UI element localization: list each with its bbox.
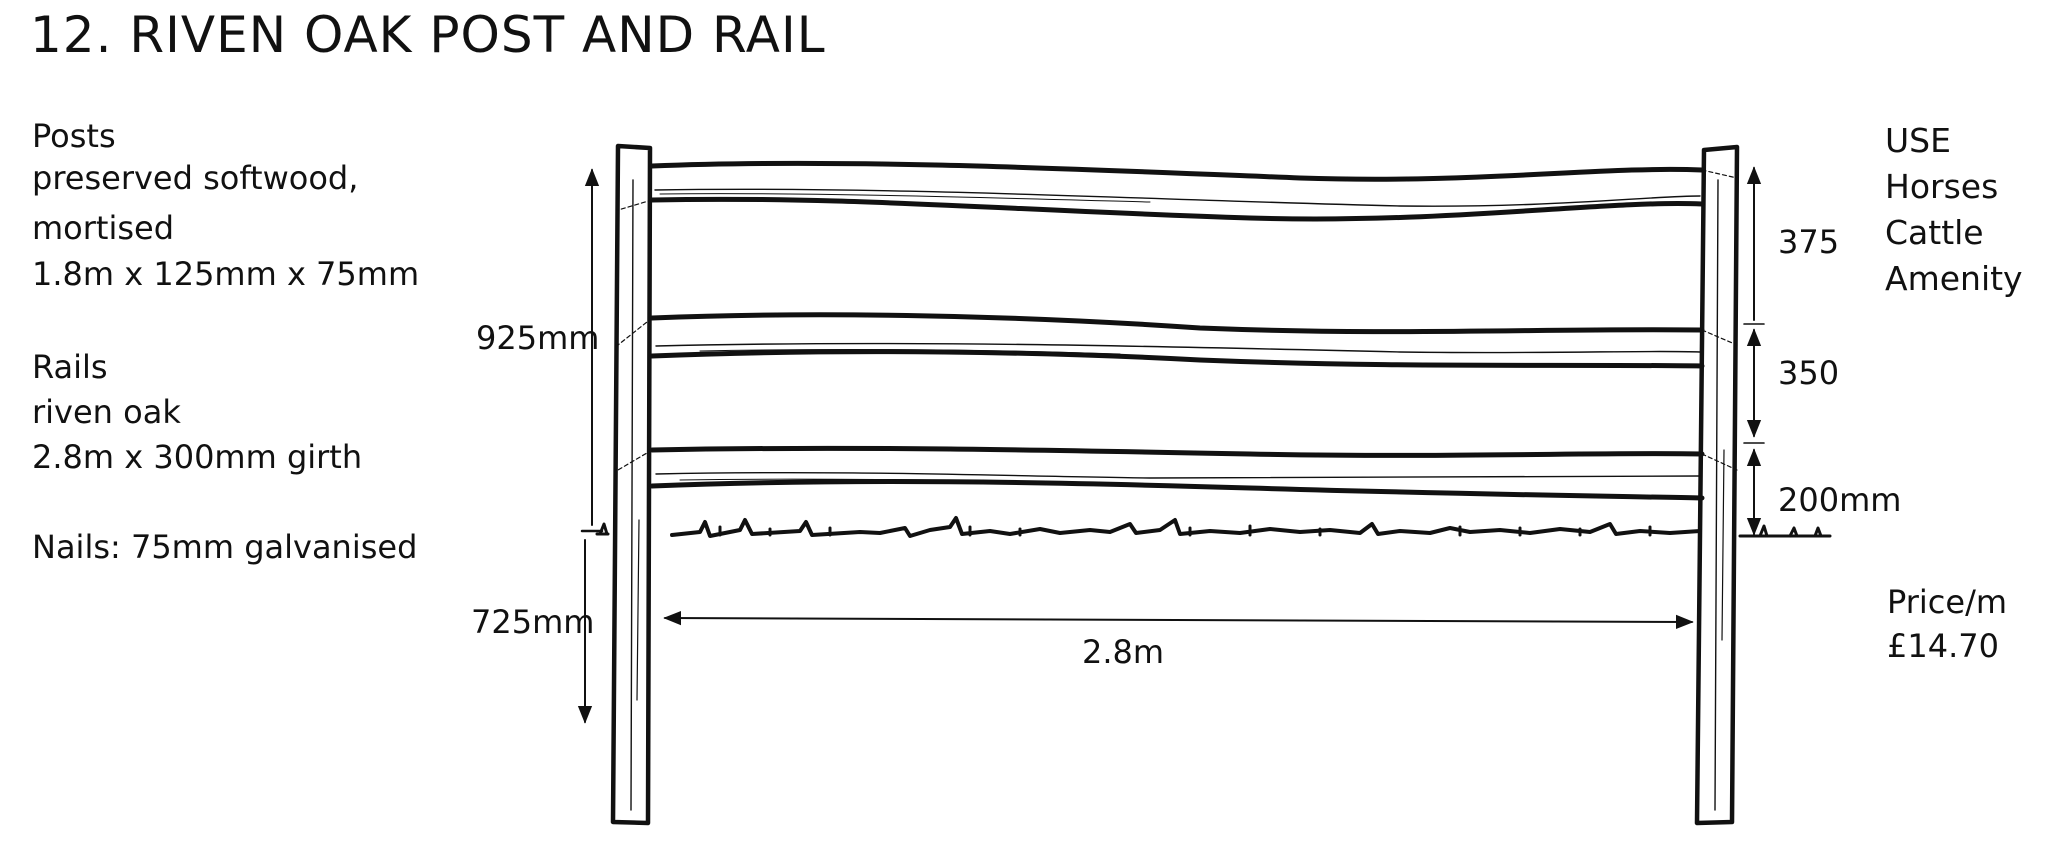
rail-middle: [617, 312, 1738, 369]
dimension-line-height: [580, 168, 604, 533]
rails-size: 2.8m x 300mm girth: [32, 438, 363, 476]
price-value: £14.70: [1887, 627, 1999, 665]
posts-finish: mortised: [32, 209, 175, 247]
use-item-cattle: Cattle: [1885, 213, 1984, 252]
dim-depth-below-ground: 725mm: [471, 603, 595, 641]
dim-height-above-ground: 925mm: [476, 319, 600, 357]
drawing-title: 12. RIVEN OAK POST AND RAIL: [30, 6, 826, 64]
use-item-amenity: Amenity: [1885, 259, 2023, 298]
use-heading: USE: [1885, 121, 1951, 160]
rail-top: [617, 160, 1738, 222]
right-post: [1694, 144, 1740, 826]
dim-gap-bottom: 200mm: [1778, 481, 1902, 519]
left-post: [610, 143, 653, 826]
nails-spec: Nails: 75mm galvanised: [32, 528, 418, 566]
posts-heading: Posts: [32, 117, 116, 155]
posts-material: preserved softwood,: [32, 159, 359, 197]
use-item-horses: Horses: [1885, 167, 1999, 206]
rails-heading: Rails: [32, 348, 108, 386]
dim-post-spacing: 2.8m: [1082, 633, 1165, 671]
ground-line: [595, 516, 1832, 538]
price-label: Price/m: [1887, 583, 2008, 621]
rails-material: riven oak: [32, 393, 181, 431]
dimension-line-spacing: [663, 610, 1694, 630]
dim-gap-top: 375: [1778, 223, 1840, 261]
posts-size: 1.8m x 125mm x 75mm: [32, 255, 420, 293]
rail-bottom: [617, 445, 1738, 501]
dimension-line-gaps: [1743, 166, 1765, 536]
dim-gap-middle: 350: [1778, 354, 1840, 392]
